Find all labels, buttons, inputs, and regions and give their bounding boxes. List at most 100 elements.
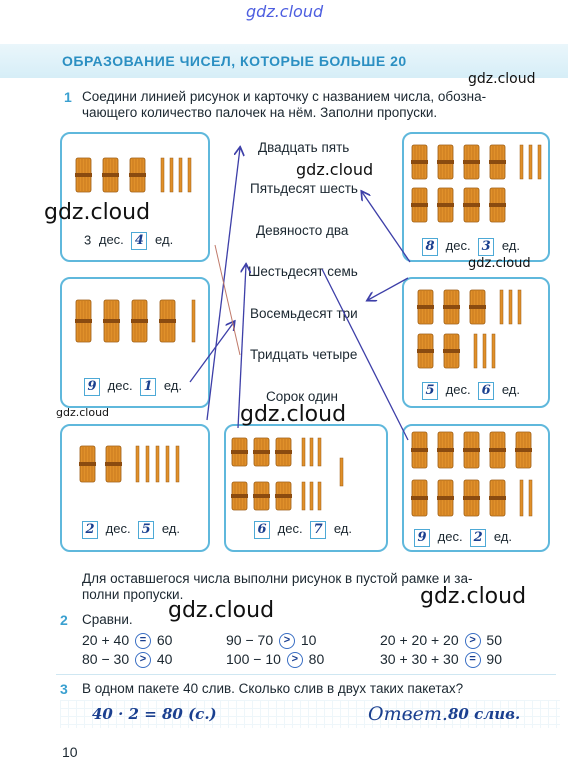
stick-bundle (489, 431, 506, 469)
stick-bundle (253, 437, 270, 467)
number-word: Шестьдесят семь (248, 264, 358, 279)
single-stick (178, 157, 183, 193)
single-stick (187, 157, 192, 193)
units-box[interactable]: 4 (131, 232, 148, 250)
units-box[interactable]: 6 (478, 382, 495, 400)
comparison-sign[interactable]: > (135, 652, 151, 669)
units-box[interactable]: 5 (138, 521, 155, 539)
tens-box[interactable]: 6 (254, 521, 270, 539)
tens-box[interactable]: 2 (82, 521, 98, 539)
expr-right: 10 (300, 632, 317, 648)
stick-bundle (159, 299, 176, 343)
expr-left: 80 − 30 (82, 651, 130, 667)
stick-bundle (437, 431, 454, 469)
stick-bundle (411, 144, 428, 180)
single-stick (165, 445, 170, 483)
section-title: ОБРАЗОВАНИЕ ЧИСЕЛ, КОТОРЫЕ БОЛЬШЕ 20 (62, 53, 407, 69)
tens-label: дес. (445, 238, 471, 254)
watermark: gdz.cloud (246, 2, 324, 21)
connection-line (189, 322, 234, 383)
expr-left: 90 − 70 (226, 632, 274, 648)
answer-text[interactable]: 80 слив. (448, 705, 521, 723)
single-stick (499, 289, 504, 325)
single-stick (160, 157, 165, 193)
stick-bundle (437, 144, 454, 180)
expr-left: 20 + 20 + 20 (380, 632, 459, 648)
task-text: Соедини линией рисунок и карточку с назв… (82, 89, 487, 104)
card-label-f: 5 дес. 6 ед. (422, 382, 524, 400)
stick-bundle (411, 479, 428, 517)
picture-frame-d (224, 424, 388, 552)
expr-right: 90 (486, 651, 502, 667)
stick-bundle (275, 481, 292, 511)
card-label-c: 2 дес. 5 ед. (82, 521, 184, 539)
solution-text[interactable]: 40 · 2 = 80 (с.) (92, 705, 217, 723)
units-label: ед. (501, 382, 520, 398)
expr-left: 20 + 40 (82, 632, 130, 648)
stick-bundle (103, 299, 120, 343)
divider (56, 674, 556, 675)
units-label: ед. (161, 521, 180, 537)
units-label: ед. (155, 232, 174, 248)
single-stick (135, 445, 140, 483)
tens-box[interactable]: 5 (422, 382, 438, 400)
card-label-b: 9 дес. 1 ед. (84, 378, 186, 396)
watermark: gdz.cloud (168, 598, 275, 623)
watermark: gdz.cloud (420, 584, 527, 609)
stick-bundle (437, 479, 454, 517)
comparison-sign[interactable]: > (279, 633, 295, 650)
units-box[interactable]: 3 (478, 238, 495, 256)
expr-left: 30 + 30 + 30 (380, 651, 459, 667)
tens-box[interactable]: 8 (422, 238, 438, 256)
connection-line (321, 268, 409, 441)
tens-label: дес. (437, 529, 463, 545)
stick-bundle (463, 187, 480, 223)
stick-bundle (437, 187, 454, 223)
stick-bundle (463, 144, 480, 180)
single-stick (339, 457, 344, 487)
comparison: 30 + 30 + 30 = 90 (380, 651, 502, 669)
single-stick (301, 437, 306, 467)
stick-bundle (417, 289, 434, 325)
stick-bundle (515, 431, 532, 469)
stick-bundle (75, 157, 92, 193)
comparison-sign[interactable]: > (286, 652, 303, 669)
comparison-sign[interactable]: > (464, 633, 481, 650)
single-stick (309, 481, 314, 511)
stick-bundle (79, 445, 96, 483)
stick-bundle (469, 289, 486, 325)
comparison-sign[interactable]: = (464, 652, 481, 669)
number-word: Девяносто два (256, 223, 349, 238)
single-stick (537, 144, 542, 180)
watermark: gdz.cloud (468, 256, 531, 271)
watermark: gdz.cloud (468, 71, 536, 87)
single-stick (317, 481, 322, 511)
comparison: 20 + 20 + 20 > 50 (380, 632, 502, 650)
stick-bundle (489, 479, 506, 517)
number-word: Пятьдесят шесть (250, 181, 358, 196)
tens-label: дес. (445, 382, 471, 398)
tens-box[interactable]: 9 (414, 529, 430, 547)
tens-box[interactable]: 9 (84, 378, 100, 396)
watermark: gdz.cloud (44, 200, 151, 225)
task-note: полни пропуски. (82, 587, 184, 602)
single-stick (491, 333, 496, 369)
task-text: чающего количество палочек на нём. Запол… (82, 105, 438, 120)
answer-grid (60, 700, 560, 728)
units-box[interactable]: 1 (140, 378, 157, 396)
units-box[interactable]: 2 (470, 529, 487, 547)
units-box[interactable]: 7 (310, 521, 327, 539)
connection-line (214, 244, 241, 356)
stick-bundle (443, 333, 460, 369)
comparison: 100 − 10 > 80 (226, 651, 324, 669)
comparison-sign[interactable]: = (135, 633, 151, 650)
task-text: В одном пакете 40 слив. Сколько слив в д… (82, 681, 464, 696)
expr-right: 50 (486, 632, 502, 648)
stick-bundle (443, 289, 460, 325)
expr-left: 100 − 10 (226, 651, 281, 667)
task-number: 1 (64, 89, 72, 105)
stick-bundle (131, 299, 148, 343)
single-stick (519, 144, 524, 180)
single-stick (155, 445, 160, 483)
